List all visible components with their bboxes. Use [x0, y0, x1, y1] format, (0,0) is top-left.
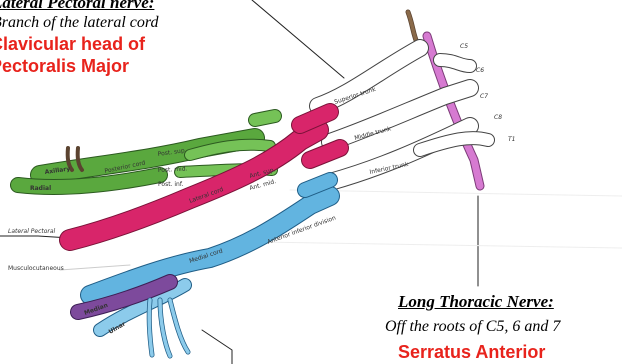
root-label-c5: C5 [460, 43, 468, 50]
division-label-post-inf: Post. inf. [158, 181, 184, 188]
leader-line-serratus [202, 330, 232, 364]
lateral-pectoral-muscle-line2: Pectoralis Major [0, 56, 129, 77]
lateral-pectoral-muscle-line1: Clavicular head of [0, 34, 145, 55]
lateral-pectoral-title: Lateral Pectoral nerve: [0, 0, 154, 13]
root-label-c6: C6 [476, 67, 484, 74]
lateral-pectoral-desc: Branch of the lateral cord [0, 14, 159, 32]
musculocutaneous-line [60, 265, 130, 270]
root-label-t1: T1 [508, 136, 515, 143]
root-label-c8: C8 [494, 114, 502, 121]
long-thoracic-title: Long Thoracic Nerve: [398, 292, 554, 312]
leader-line-lateral-pectoral [252, 0, 344, 78]
root-label-c7: C7 [480, 93, 488, 100]
ulnar-branches [149, 300, 188, 356]
nerve-label-musculocutaneous: Musculocutaneous [8, 265, 64, 272]
long-thoracic-muscle: Serratus Anterior [398, 342, 545, 363]
nerve-label-lateral-pectoral: Lateral Pectoral [8, 228, 56, 235]
guide-line [260, 242, 622, 248]
long-thoracic-desc: Off the roots of C5, 6 and 7 [385, 318, 560, 336]
nerve-label-radial: Radial [30, 185, 51, 192]
